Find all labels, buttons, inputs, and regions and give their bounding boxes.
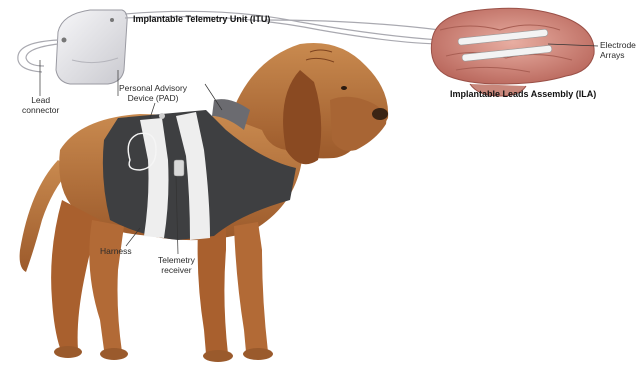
label-itu: Implantable Telemetry Unit (ITU) <box>133 14 270 24</box>
label-electrode-arrays-line2: Arrays <box>600 51 636 61</box>
label-lead-connector: Lead connector <box>22 96 59 115</box>
label-telemetry-receiver: Telemetry receiver <box>158 256 195 275</box>
label-harness: Harness <box>100 247 132 257</box>
label-ila: Implantable Leads Assembly (ILA) <box>450 89 596 99</box>
brain-illustration <box>431 8 594 96</box>
itu-device <box>56 10 127 84</box>
label-pad: Personal Advisory Device (PAD) <box>119 84 187 103</box>
label-electrode-arrays: Electrode Arrays <box>600 41 636 60</box>
label-pad-line2: Device (PAD) <box>119 94 187 104</box>
label-lead-connector-line2: connector <box>22 106 59 116</box>
label-telemetry-receiver-line2: receiver <box>158 266 195 276</box>
